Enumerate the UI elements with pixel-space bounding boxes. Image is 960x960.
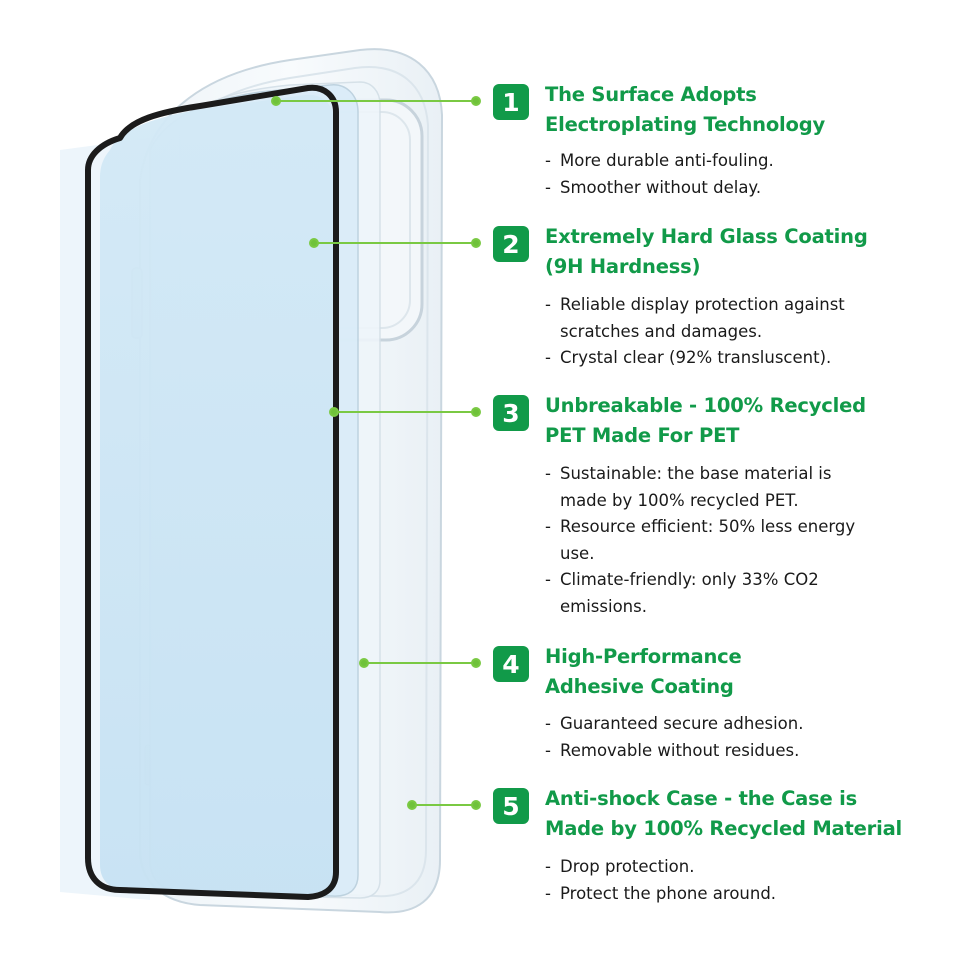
black-frame-protector bbox=[85, 84, 339, 900]
feature-bullets: Reliable display protection against scra… bbox=[545, 292, 925, 372]
feature-title: Anti-shock Case - the Case is Made by 10… bbox=[545, 787, 903, 840]
bullet-item: Guaranteed secure adhesion. bbox=[545, 711, 925, 738]
feature-number-badge: 2 bbox=[493, 226, 529, 262]
feature-title: Unbreakable - 100% Recycled PET Made For… bbox=[545, 394, 866, 447]
feature-number-badge: 1 bbox=[493, 84, 529, 120]
feature-number-badge: 5 bbox=[493, 788, 529, 824]
callout-lines bbox=[271, 96, 481, 810]
bullet-item: Drop protection. bbox=[545, 854, 925, 881]
feature-bullets: Drop protection. Protect the phone aroun… bbox=[545, 854, 925, 907]
feature-number-badge: 3 bbox=[493, 395, 529, 431]
feature-title: The Surface Adopts Electroplating Techno… bbox=[545, 83, 825, 136]
feature-bullets: Guaranteed secure adhesion. Removable wi… bbox=[545, 711, 925, 764]
bullet-item: Sustainable: the base material is made b… bbox=[545, 461, 925, 514]
glass-layer bbox=[100, 94, 334, 896]
bullet-item: Protect the phone around. bbox=[545, 881, 925, 908]
feature-title: High-Performance Adhesive Coating bbox=[545, 645, 742, 698]
feature-bullets: More durable anti-fouling. Smoother with… bbox=[545, 148, 925, 201]
bullet-item: Removable without residues. bbox=[545, 738, 925, 765]
bullet-item: Reliable display protection against scra… bbox=[545, 292, 925, 345]
feature-title: Extremely Hard Glass Coating (9H Hardnes… bbox=[545, 225, 868, 278]
bullet-item: Crystal clear (92% transluscent). bbox=[545, 345, 925, 372]
bullet-item: Resource efficient: 50% less energy use. bbox=[545, 514, 925, 567]
bullet-item: Smoother without delay. bbox=[545, 175, 925, 202]
feature-number-badge: 4 bbox=[493, 646, 529, 682]
bullet-item: Climate-friendly: only 33% CO2 emissions… bbox=[545, 567, 925, 620]
bullet-item: More durable anti-fouling. bbox=[545, 148, 925, 175]
feature-bullets: Sustainable: the base material is made b… bbox=[545, 461, 925, 620]
